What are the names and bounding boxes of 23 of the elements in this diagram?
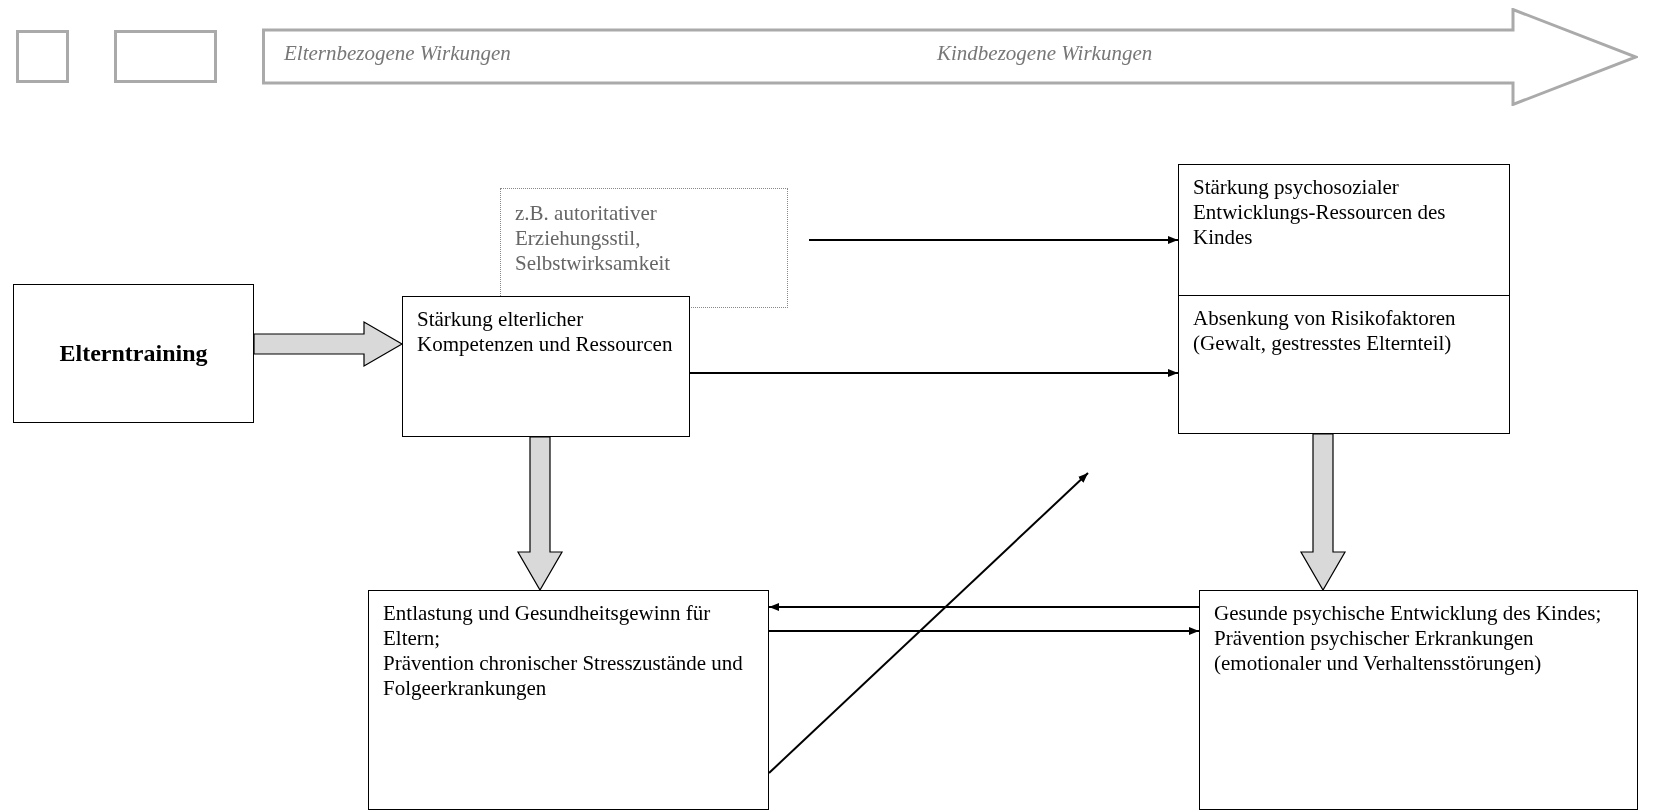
process-box: Absenkung von Risikofaktoren (Gewalt, gestresstes Elternteil) [1178, 295, 1510, 434]
process-box: Stärkung elterlicher Kompetenzen und Ressourcen [402, 296, 690, 437]
empty-box [114, 30, 217, 83]
box-text: Gesunde psychische Entwicklung des Kindes; [1214, 601, 1603, 626]
axis-label: Elternbezogene Wirkungen [284, 41, 511, 66]
arrow [768, 472, 1089, 774]
block-arrow [516, 436, 564, 592]
box-text: Prävention chronischer Stresszustände und Folgeerkrankungen [383, 651, 744, 701]
block-arrow [253, 320, 404, 368]
heading-banner [262, 8, 1638, 106]
process-box [1199, 590, 1638, 810]
arrow [808, 236, 1179, 244]
block-arrow [1299, 433, 1347, 592]
arrow [768, 627, 1200, 635]
start-box: Elterntraining [13, 284, 254, 423]
process-box: Stärkung psychosozialer Entwicklungs-Ressourcen des Kindes [1178, 164, 1510, 296]
axis-label: Kindbezogene Wirkungen [937, 41, 1153, 66]
process-box [368, 590, 769, 810]
empty-box [16, 30, 69, 83]
arrow [768, 603, 1200, 611]
box-text: Entlastung und Gesundheitsgewinn für Eltern; [383, 601, 712, 651]
box-text: Prävention psychischer Erkrankungen (emotionaler und Verhaltensstörungen) [1214, 626, 1543, 676]
arrow [689, 369, 1179, 377]
